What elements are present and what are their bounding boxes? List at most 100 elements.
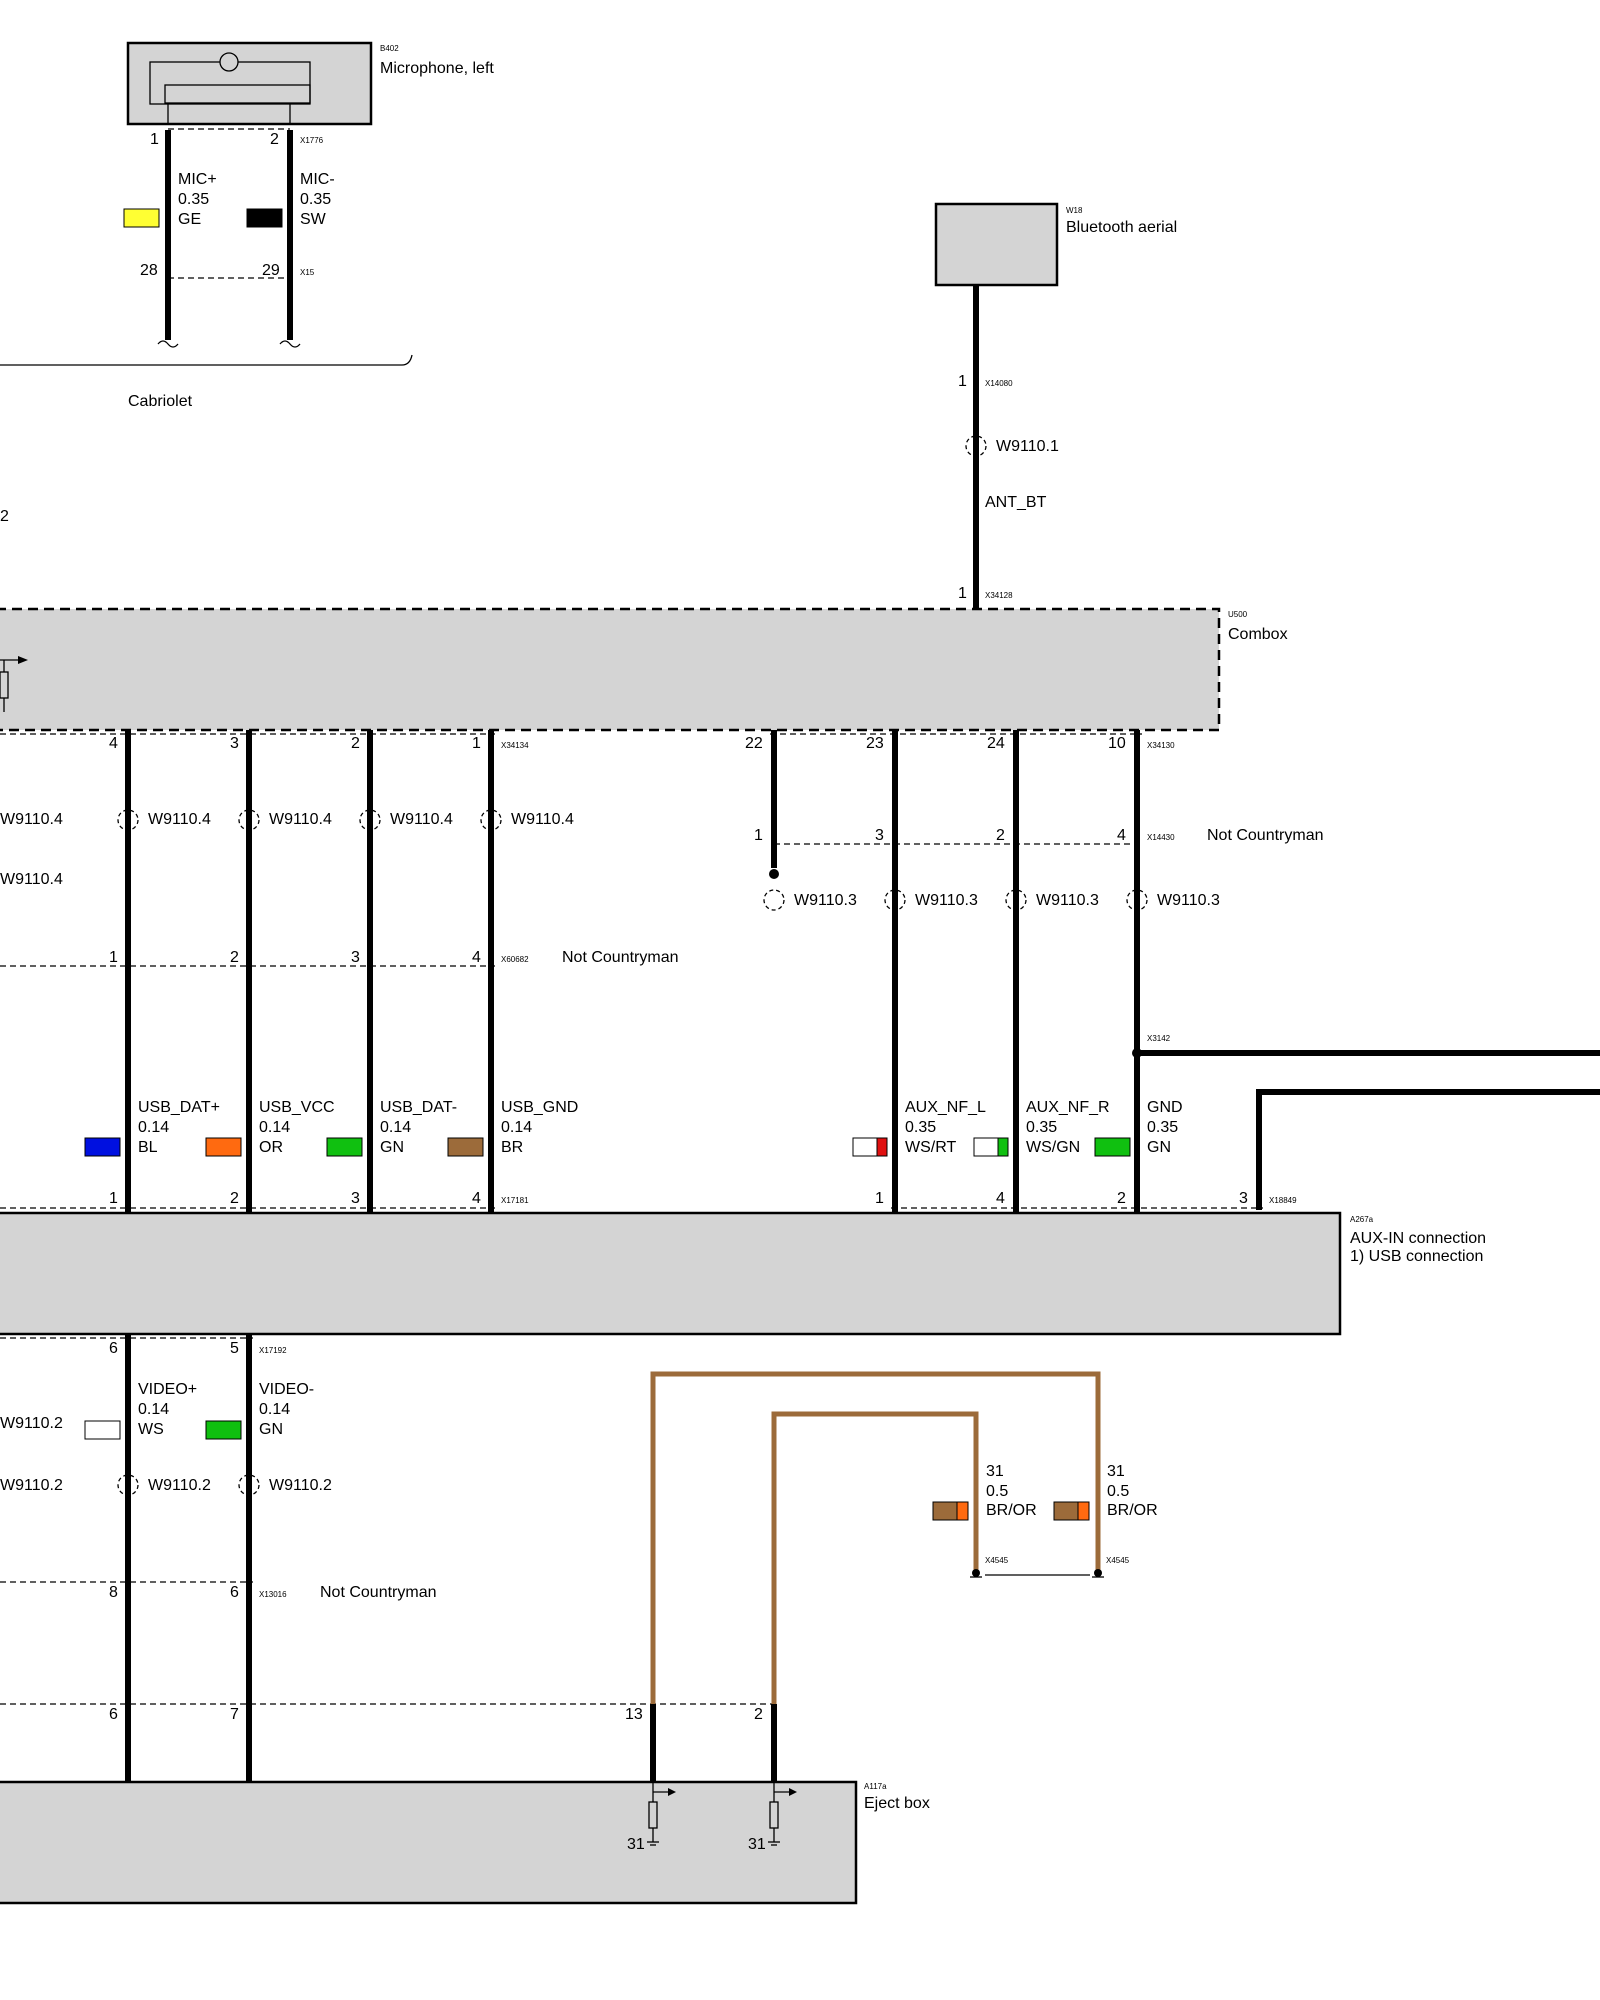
shield-icon [763,889,785,911]
w18-name: Bluetooth aerial [1066,219,1177,236]
bluetooth-aerial-box [934,202,1059,287]
shield-label: W9110.4 [0,811,63,828]
pin-label: 1 [754,827,763,844]
shield-label: W9110.4 [511,811,574,828]
wire-signal: VIDEO- [259,1381,314,1398]
wire-signal: USB_VCC [259,1099,335,1116]
shield-label: W9110.2 [269,1477,332,1494]
connector-label: X17192 [259,1346,287,1355]
microphone-icon [219,52,239,72]
pin-label: 2 [754,1706,763,1723]
pin-label: 4 [472,949,481,966]
shield-icon [480,809,502,831]
shield-label: W9110.4 [269,811,332,828]
wire-color-code: BR/OR [1107,1502,1158,1519]
cabriolet-label: Cabriolet [128,393,193,410]
wire-signal: GND [1147,1099,1183,1116]
wire-color-swatch [84,1420,121,1440]
pin-label: 4 [109,735,118,752]
wire-signal: USB_GND [501,1099,578,1116]
shield-icon [1126,889,1148,911]
wire-signal: MIC- [300,171,335,188]
wire-color-code: GN [380,1139,404,1156]
a267a-name: AUX-IN connection [1350,1230,1486,1247]
wire-color-code: BR/OR [986,1502,1037,1519]
pin-label: 2 [351,735,360,752]
connector-label: X15 [300,268,315,277]
wire-color-code: SW [300,211,327,228]
shield-icon [117,1474,139,1496]
eject-box [0,1780,858,1905]
wire-color-code: BL [138,1139,158,1156]
shield-icon [965,435,987,457]
pin-label: 13 [625,1706,643,1723]
pin-label: 3 [1239,1190,1248,1207]
wire-size: 0.14 [259,1119,290,1136]
a117a-code: A117a [864,1782,887,1791]
pin-label: 5 [230,1340,239,1357]
wire-color-code: GE [178,211,201,228]
pin-label: 28 [140,262,158,279]
pin-label: 10 [1108,735,1126,752]
connector-label: X4545 [985,1556,1009,1565]
bluetooth-aerial-component: W18 Bluetooth aerial 1 X14080 W9110.1 AN… [934,202,1177,608]
pin-label: 4 [996,1190,1005,1207]
pin-label: 3 [875,827,884,844]
shield-label: W9110.4 [0,871,63,888]
pin-label: 6 [109,1340,118,1357]
connector-label: X34134 [501,741,529,750]
wire-signal: 31 [986,1463,1004,1480]
w18-code: W18 [1066,206,1083,215]
usb-wiring: 4 3 2 1 X34134 W9110.4 W9110.4 W9110.4 W… [0,730,679,1213]
wire-size: 0.35 [178,191,209,208]
aux-wiring: 22 23 24 10 X34130 1 3 2 4 X14430 Not Co… [745,730,1600,1213]
wire-color-code: WS [138,1421,164,1438]
resistor-icon [647,1782,676,1846]
connector-label: X13016 [259,1590,287,1599]
pin-label: 1 [109,1190,118,1207]
shield-label: W9110.2 [0,1415,63,1432]
wire-color-swatch [1053,1501,1079,1521]
shield-label: W9110.3 [915,892,978,909]
pin-label: 4 [1117,827,1126,844]
wire-color-code: OR [259,1139,283,1156]
shield-label: W9110.3 [1036,892,1099,909]
pin-label: 23 [866,735,884,752]
connector-label: X3142 [1147,1034,1171,1043]
wire-size: 0.14 [138,1401,169,1418]
shield-label: W9110.1 [996,438,1059,455]
wire-size: 0.14 [259,1401,290,1418]
wire-color-swatch [205,1420,242,1440]
microphone-left-component: B402 Microphone, left [126,41,494,126]
wire-color-swatch [1094,1137,1131,1157]
shield-label: W9110.3 [794,892,857,909]
microphone-wiring: 1 2 X1776 28 29 X15 MIC+ 0.35 GE MIC- 0.… [0,128,413,525]
wire-color-swatch [447,1137,484,1157]
video-wiring: 6 5 X17192 VIDEO+ 0.14 WS VIDEO- 0.14 GN… [0,1334,778,1782]
pin-label: 1 [109,949,118,966]
wire-color-code: WS/GN [1026,1139,1080,1156]
ground-label: 31 [627,1836,645,1853]
arrow-icon [18,656,28,664]
shield-label: W9110.2 [0,1477,63,1494]
wire-color-swatch [932,1501,958,1521]
b402-name: Microphone, left [380,60,494,77]
pin-label: 2 [230,1190,239,1207]
wire-signal: USB_DAT- [380,1099,457,1116]
wire-size: 0.5 [986,1483,1008,1500]
pin-label: 7 [230,1706,239,1723]
wire-signal: ANT_BT [985,494,1047,511]
page-ref-label: 2 [0,508,9,525]
pin-label: 6 [109,1706,118,1723]
pin-label: 2 [230,949,239,966]
wire-signal: 31 [1107,1463,1125,1480]
pin-label: 2 [996,827,1005,844]
wire-color-swatch [326,1137,363,1157]
microphone-box [126,41,373,126]
wire-signal: AUX_NF_R [1026,1099,1110,1116]
shield-icon [884,889,906,911]
wire-size: 0.14 [138,1119,169,1136]
wire-size: 0.35 [1147,1119,1178,1136]
wire-size: 0.35 [300,191,331,208]
